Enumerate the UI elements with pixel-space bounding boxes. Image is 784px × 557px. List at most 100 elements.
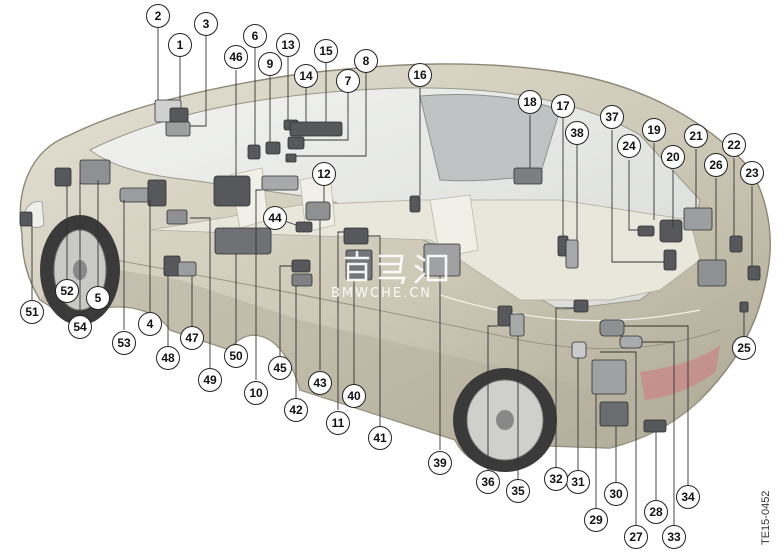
component-16 [409,195,421,213]
callout-42: 42 [284,398,308,422]
component-25 [739,301,749,313]
callout-41: 41 [368,426,392,450]
component-24 [637,225,655,237]
component-40 [343,227,369,245]
callout-20: 20 [661,145,685,169]
callout-34: 34 [676,485,700,509]
callout-51: 51 [20,300,44,324]
component-54 [79,159,111,185]
callout-1: 1 [168,33,192,57]
callout-11: 11 [326,411,350,435]
callout-53: 53 [112,331,136,355]
component-33 [619,335,643,349]
callout-15: 15 [314,39,338,63]
callout-32: 32 [544,467,568,491]
callout-28: 28 [644,500,668,524]
figure-code: TE15-0452 [760,490,772,545]
callout-36: 36 [476,470,500,494]
component-29 [591,359,627,395]
component-49 [166,209,188,225]
callout-31: 31 [566,470,590,494]
callout-10: 10 [244,381,268,405]
callout-39: 39 [428,451,452,475]
callout-27: 27 [624,525,648,549]
callout-7: 7 [336,69,360,93]
component-18 [513,167,543,185]
component-35 [509,313,525,337]
component-4 [147,179,167,207]
rear-wheel [453,368,557,472]
callout-23: 23 [740,161,764,185]
component-51 [19,211,33,227]
callout-29: 29 [584,508,608,532]
callout-18: 18 [518,90,542,114]
callout-48: 48 [156,346,180,370]
component-32 [573,299,589,313]
component-21 [683,207,713,231]
component-47 [177,261,197,277]
callout-8: 8 [354,49,378,73]
component-28 [643,419,667,433]
callout-54: 54 [68,315,92,339]
callout-5: 5 [86,286,110,310]
callout-26: 26 [704,153,728,177]
callout-3: 3 [194,12,218,36]
component-23 [747,265,761,281]
callout-2: 2 [146,4,170,28]
component-44 [295,221,313,233]
watermark-logo [344,250,448,284]
callout-9: 9 [258,52,282,76]
component-30 [599,401,629,427]
control-units [19,99,761,433]
component-22 [729,235,743,253]
leader-lines [31,28,753,536]
component-8 [285,153,297,163]
component-19 [659,219,683,243]
callout-52: 52 [55,279,79,303]
callout-25: 25 [732,336,756,360]
callout-37: 37 [600,105,624,129]
callout-38: 38 [565,121,589,145]
callout-33: 33 [662,525,686,549]
callout-19: 19 [642,118,666,142]
component-26 [697,259,727,287]
component-9 [265,141,281,155]
callout-47: 47 [180,326,204,350]
component-7 [287,136,305,150]
callout-4: 4 [138,312,162,336]
callout-40: 40 [342,384,366,408]
callout-22: 22 [722,133,746,157]
callout-24: 24 [617,134,641,158]
callout-50: 50 [224,344,248,368]
component-50 [214,227,272,255]
callout-49: 49 [198,368,222,392]
component-46 [213,175,251,207]
callout-16: 16 [408,63,432,87]
component-38 [565,239,579,269]
callout-45: 45 [268,356,292,380]
callout-12: 12 [312,162,336,186]
component-15 [289,121,343,137]
callout-43: 43 [308,371,332,395]
callout-46: 46 [224,45,248,69]
callout-35: 35 [506,479,530,503]
callout-30: 30 [604,482,628,506]
component-42 [291,273,313,287]
component-45 [291,259,311,273]
callout-13: 13 [276,33,300,57]
callout-21: 21 [684,124,708,148]
callout-14: 14 [294,64,318,88]
watermark-site: BMWCHE.CN [331,286,432,301]
callout-44: 44 [263,206,287,230]
component-3 [165,121,191,137]
callout-17: 17 [551,94,575,118]
component-12 [305,201,331,221]
component-34 [599,319,625,337]
component-10 [261,175,299,191]
component-52 [54,167,72,187]
component-6 [247,144,261,160]
callout-6: 6 [243,24,267,48]
component-37 [663,249,677,271]
